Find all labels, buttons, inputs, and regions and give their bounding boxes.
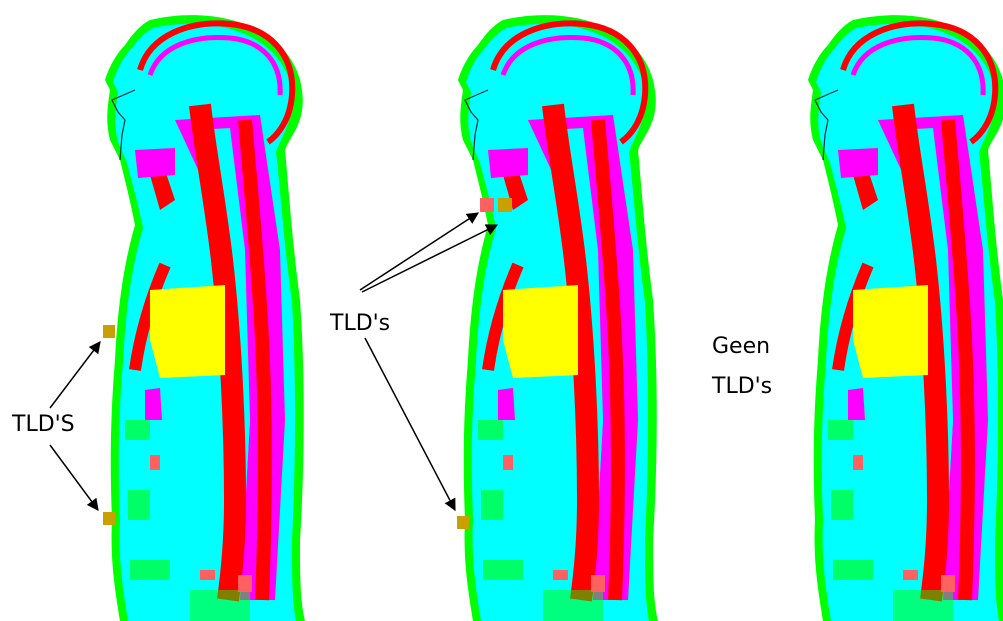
tld-marker-left-chest bbox=[103, 325, 115, 338]
arrow-middle-abdomen bbox=[365, 338, 455, 510]
tld-marker-middle-neck-b bbox=[498, 198, 512, 212]
arrow-left-down bbox=[50, 445, 98, 510]
phantom-middle bbox=[458, 15, 658, 621]
arrow-middle-neck-a bbox=[360, 213, 478, 290]
tld-label-left: TLD'S bbox=[12, 414, 75, 436]
tld-marker-middle-neck-a bbox=[480, 198, 494, 212]
tld-marker-middle-abdomen bbox=[457, 516, 469, 529]
no-tld-label-line2: TLD's bbox=[712, 376, 772, 398]
no-tld-label-line1: Geen bbox=[712, 336, 770, 358]
arrow-left-up bbox=[50, 342, 100, 408]
tld-marker-left-abdomen bbox=[103, 512, 115, 525]
tld-label-middle: TLD's bbox=[330, 313, 390, 335]
phantom-left bbox=[105, 15, 305, 621]
phantom-right bbox=[808, 15, 1003, 621]
